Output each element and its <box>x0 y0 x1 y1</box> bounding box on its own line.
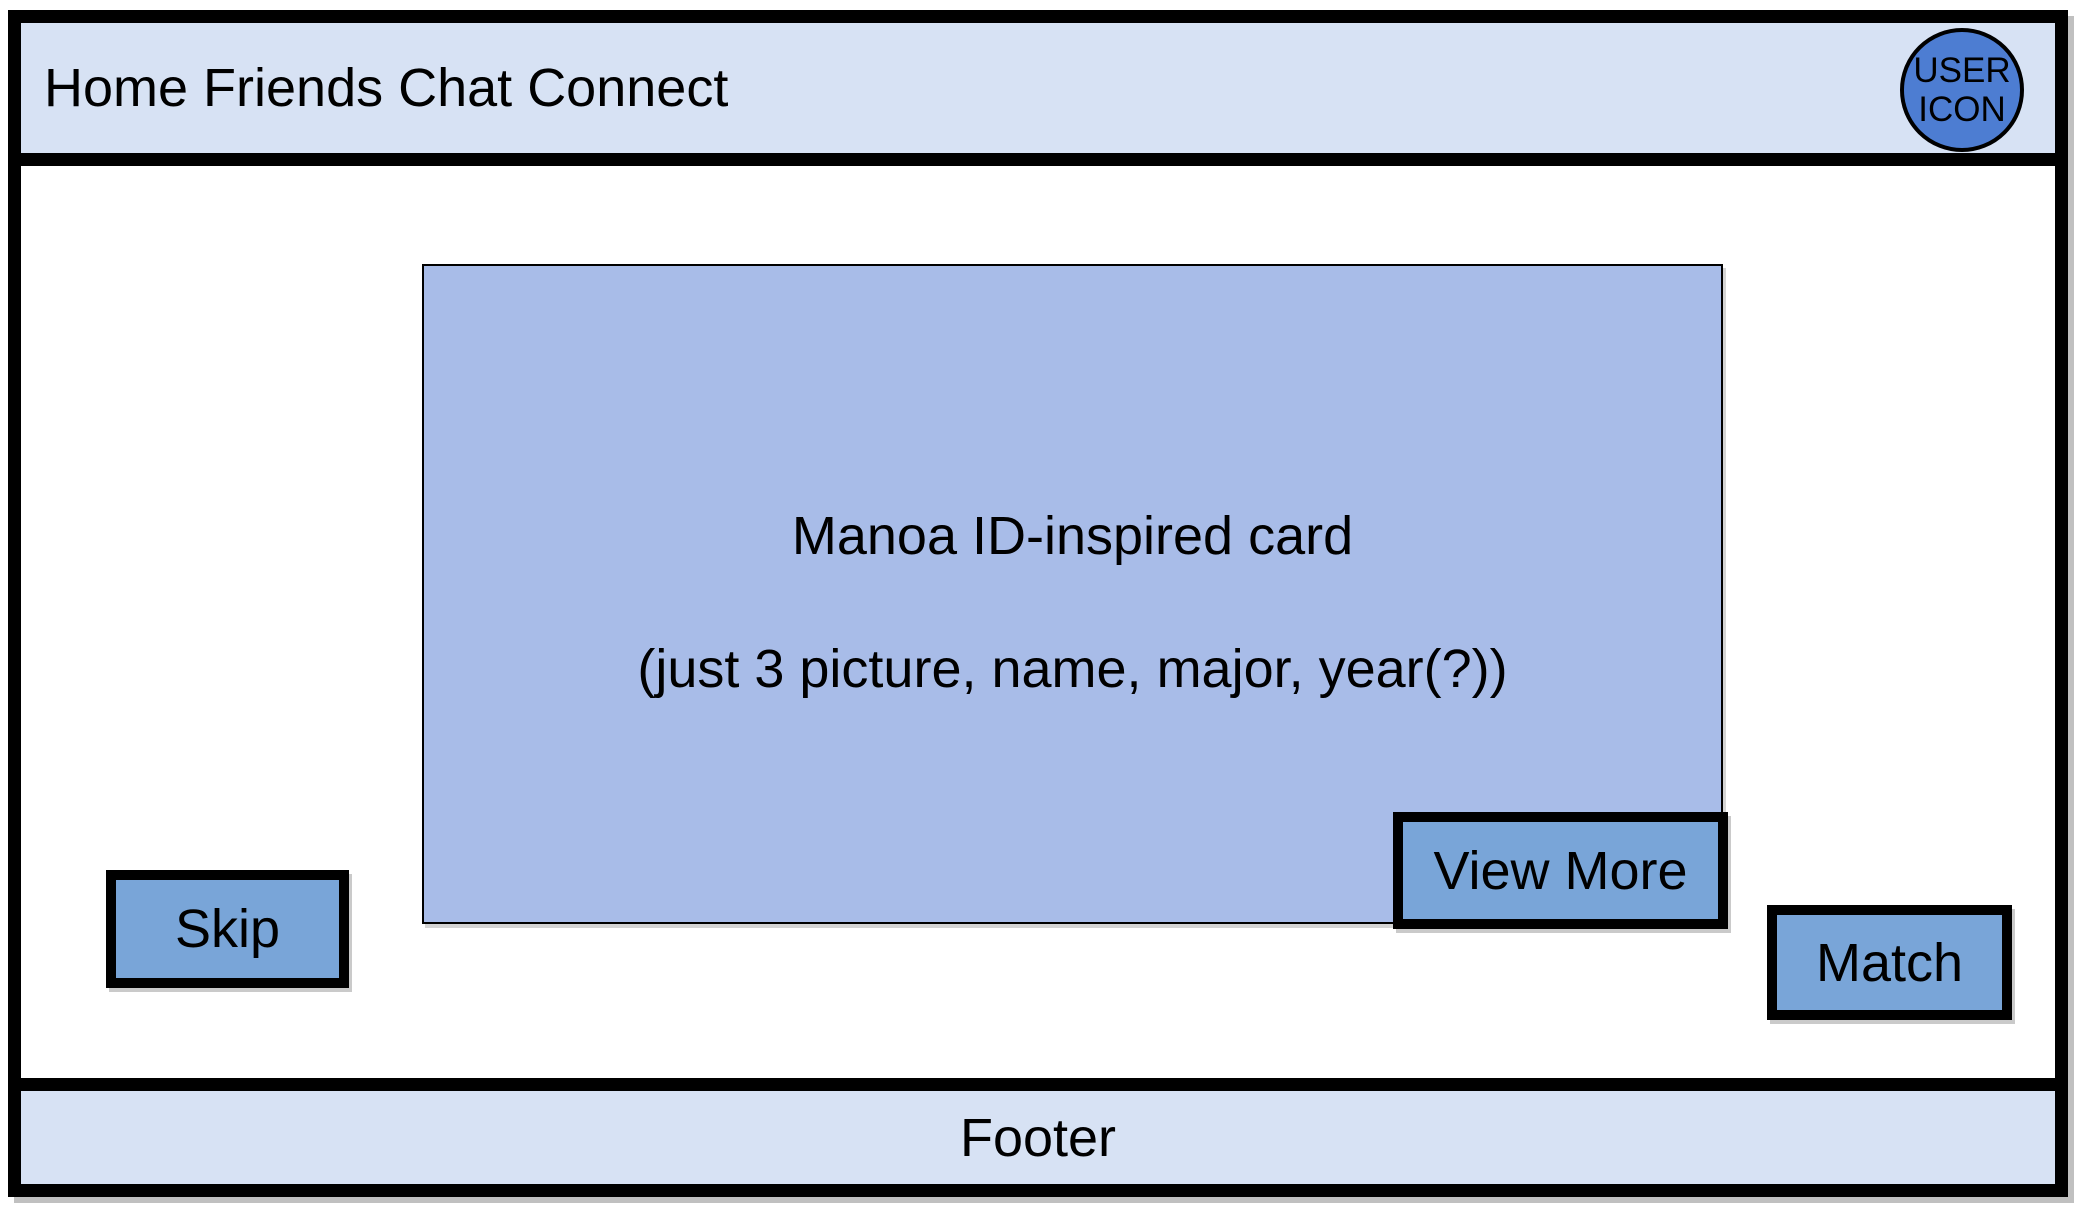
user-avatar-label-line1: USER <box>1913 50 2011 90</box>
nav-item-connect[interactable]: Connect <box>527 58 729 118</box>
profile-card: Manoa ID-inspired card (just 3 picture, … <box>422 264 1723 924</box>
view-more-button[interactable]: View More <box>1393 812 1728 929</box>
user-avatar-icon[interactable]: USER ICON <box>1900 28 2024 152</box>
card-title: Manoa ID-inspired card <box>791 505 1354 566</box>
app-window: Home Friends Chat Connect USER ICON Mano… <box>8 10 2068 1197</box>
nav-item-friends[interactable]: Friends <box>203 58 384 118</box>
nav-links: Home Friends Chat Connect <box>44 61 728 115</box>
footer: Footer <box>21 1078 2055 1184</box>
skip-button[interactable]: Skip <box>106 870 349 988</box>
footer-label: Footer <box>959 1107 1117 1168</box>
navbar: Home Friends Chat Connect USER ICON <box>21 23 2055 166</box>
main-content: Manoa ID-inspired card (just 3 picture, … <box>21 166 2055 1078</box>
nav-item-home[interactable]: Home <box>44 58 189 118</box>
user-avatar-label-line2: ICON <box>1918 90 2006 129</box>
nav-item-chat[interactable]: Chat <box>398 58 513 118</box>
card-subtitle: (just 3 picture, name, major, year(?)) <box>637 638 1508 699</box>
match-button[interactable]: Match <box>1767 905 2012 1020</box>
